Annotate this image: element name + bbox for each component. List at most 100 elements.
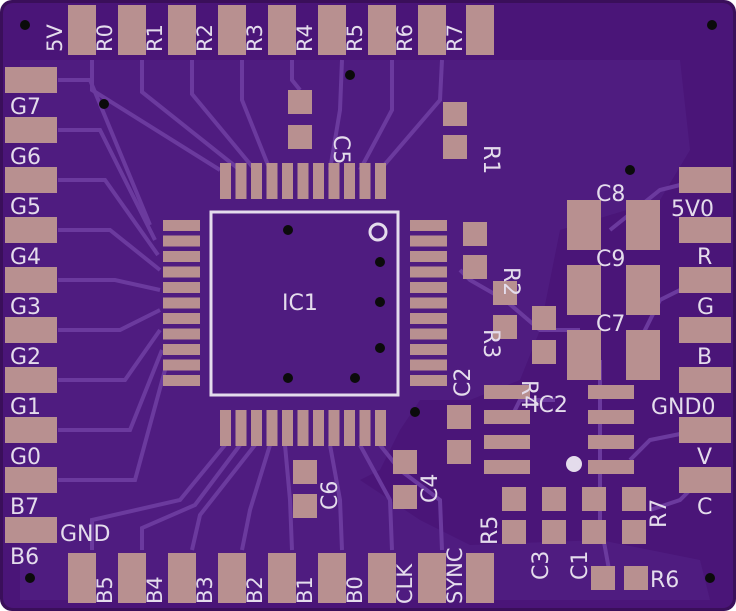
c4-pad: [393, 485, 417, 509]
left-header-label-g5: G5: [10, 195, 41, 220]
trace-layer: [58, 59, 702, 576]
top-header-label-r0: R0: [93, 24, 117, 52]
via: [375, 343, 385, 353]
right-header-label-r: R: [697, 245, 712, 270]
pad-right-5v0: [679, 167, 731, 193]
via: [99, 99, 109, 109]
c9-pad: [626, 265, 660, 315]
pad-bottom-b4: [118, 553, 146, 603]
pad-top-r0: [118, 5, 146, 55]
via: [25, 573, 35, 583]
pad-top-r2: [218, 5, 246, 55]
right-header-label-c: C: [697, 495, 712, 520]
via: [350, 373, 360, 383]
r4-pad: [532, 306, 556, 330]
r7-pad: [622, 487, 646, 511]
c8-pad: [626, 200, 660, 250]
right-header-label-g: G: [697, 295, 714, 320]
ic1-pin: [410, 266, 447, 278]
r1-pad: [443, 135, 467, 159]
pad-top-r1: [168, 5, 196, 55]
top-header-label-5v: 5V: [43, 24, 67, 52]
ic1-pin: [410, 313, 447, 324]
ic1-pin: [251, 163, 262, 199]
left-header-label-g4: G4: [10, 245, 41, 270]
pad-left-b6: [5, 517, 57, 543]
right-header-label-5v0: 5V0: [671, 197, 714, 222]
board-substrate: [3, 3, 733, 608]
c2-pad: [447, 440, 471, 464]
designator-c4: C4: [418, 474, 443, 503]
pad-top-r4: [318, 5, 346, 55]
left-header-label-g3: G3: [10, 295, 41, 320]
trace: [358, 60, 394, 171]
ic2-label: IC2: [532, 393, 568, 418]
designator-r1: R1: [478, 145, 503, 174]
c1-pad: [582, 520, 606, 544]
bottom-header-label-b0: B0: [343, 576, 367, 604]
left-header-label-g6: G6: [10, 145, 41, 170]
ic1-pin: [410, 375, 447, 386]
top-header-label-r2: R2: [193, 24, 217, 52]
c3-pad: [542, 520, 566, 544]
via-layer: [20, 20, 717, 583]
r6-pad: [591, 566, 615, 590]
ic1-pin: [251, 410, 262, 446]
trace: [58, 278, 161, 292]
left-header-label-g7: G7: [10, 95, 41, 120]
ic2-pin1-marker: [566, 456, 582, 472]
pad-left-g6: [5, 117, 57, 143]
ic1-pin: [235, 163, 247, 199]
c3-pad: [542, 487, 566, 511]
pad-top-r6: [418, 5, 446, 55]
ic2-pin: [588, 460, 634, 474]
ic2-pin: [588, 385, 634, 399]
bottom-header-label-b1: B1: [293, 576, 317, 604]
r3-pad: [493, 315, 517, 339]
top-header-label-r6: R6: [393, 24, 417, 52]
bottom-header-label-clk: CLK: [393, 563, 417, 604]
trace: [90, 443, 227, 550]
pad-bottom-b3: [168, 553, 196, 603]
top-header-label-r4: R4: [293, 24, 317, 52]
bottom-header-label-b2: B2: [243, 576, 267, 604]
pad-left-g1: [5, 367, 57, 393]
via: [283, 373, 293, 383]
ic1-pin: [163, 297, 200, 309]
ic1-pin: [163, 313, 200, 324]
ic1-pin: [375, 163, 386, 199]
pad-bottom-sync: [418, 553, 446, 603]
left-header-label-g2: G2: [10, 345, 41, 370]
c6-pad: [293, 460, 317, 484]
ic1-body: [209, 210, 400, 397]
r4-pad: [532, 340, 556, 364]
top-header-label-r1: R1: [143, 24, 167, 52]
trace: [190, 60, 257, 172]
ic1-pin: [410, 251, 447, 262]
bottom-header-label-b5: B5: [93, 576, 117, 604]
designator-r5: R5: [478, 516, 503, 545]
designator-c5: C5: [328, 135, 353, 164]
ic1-pin: [328, 163, 340, 199]
ic2-pin: [588, 435, 634, 449]
pad-left-g2: [5, 317, 57, 343]
pad-bottom-b1: [268, 553, 296, 603]
ic2-pin: [588, 410, 634, 424]
r7-pad: [622, 520, 646, 544]
designator-c1: C1: [568, 551, 593, 580]
ic1-pin1-marker: [368, 222, 388, 242]
ic1-pin: [266, 163, 278, 199]
trace: [378, 443, 444, 551]
trace: [58, 369, 167, 482]
designator-c6: C6: [318, 481, 343, 510]
pad-left-g0: [5, 417, 57, 443]
ic1-pin: [220, 410, 231, 446]
ic1-pin: [359, 163, 371, 199]
c8-pad: [567, 200, 601, 250]
ic1-pin: [410, 359, 447, 371]
ic1-pin: [410, 282, 447, 293]
trace: [328, 59, 344, 171]
r6-pad: [624, 566, 648, 590]
